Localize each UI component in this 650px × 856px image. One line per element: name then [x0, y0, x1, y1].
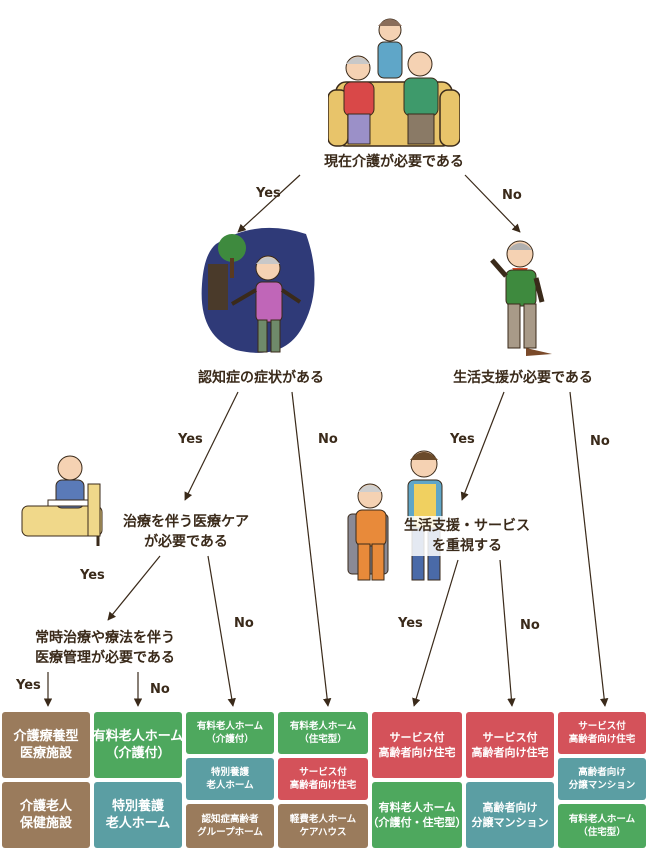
arrow-life-yes	[460, 391, 505, 501]
facility-col3-item2: 特別養護 老人ホーム	[186, 758, 274, 800]
question-constant-medical-line1: 常時治療や療法を伴う	[35, 630, 175, 646]
label-yes-dementia: Yes	[178, 432, 203, 447]
arrow-care-yes	[237, 174, 301, 233]
label-no-life: No	[590, 434, 610, 449]
facility-name-line2: グループホーム	[197, 827, 263, 838]
question-dementia-text: 認知症の症状がある	[198, 370, 324, 386]
question-service-line2: を重視する	[432, 538, 502, 554]
facility-name-line2: 高齢者向け住宅	[471, 746, 549, 759]
facility-name-line2: 老人ホーム	[105, 816, 171, 831]
arrow-dementia-no	[291, 391, 332, 707]
question-dementia: 認知症の症状がある	[188, 368, 334, 388]
facility-col4-item3: 軽費老人ホーム ケアハウス	[278, 804, 368, 848]
facility-name-line1: 有料老人ホーム	[289, 721, 357, 732]
label-yes-medical: Yes	[80, 568, 105, 583]
question-life-support-text: 生活支援が必要である	[453, 370, 593, 386]
facility-name-line1: 軽費老人ホーム	[289, 814, 357, 825]
label-yes-care: Yes	[256, 186, 281, 201]
active-elder-illustration	[490, 240, 552, 356]
facility-name-line1: サービス付	[578, 721, 626, 732]
facility-col2-item2: 特別養護 老人ホーム	[94, 782, 182, 848]
arrow-service-no	[499, 559, 516, 707]
facility-name-line2: 高齢者向け住宅	[568, 734, 636, 745]
facility-col1-item1: 介護療養型 医療施設	[2, 712, 90, 778]
facility-name-line1: 特別養護	[210, 767, 249, 778]
facility-name-line1: 高齢者向け	[482, 801, 538, 814]
facility-name-line2: 高齢者向け住宅	[378, 746, 456, 759]
question-constant-medical-line2: 医療管理が必要である	[35, 650, 175, 666]
arrow-life-no	[569, 391, 609, 707]
arrow-medical-no	[207, 555, 236, 707]
question-care-needed: 現在介護が必要である	[316, 152, 472, 172]
facility-name-line1: 有料老人ホーム	[92, 729, 184, 744]
question-care-needed-text: 現在介護が必要である	[324, 154, 464, 170]
facility-name-line1: 高齢者向け	[578, 767, 626, 778]
label-no-dementia: No	[318, 432, 338, 447]
label-yes-life: Yes	[450, 432, 475, 447]
family-sofa-illustration	[328, 18, 460, 147]
facility-col4-item1: 有料老人ホーム （住宅型）	[278, 712, 368, 754]
facility-name-line1: サービス付	[389, 731, 445, 744]
facility-name-line1: 認知症高齢者	[201, 814, 259, 825]
arrow-dementia-yes	[184, 391, 239, 501]
facility-name-line2: （住宅型）	[299, 734, 347, 745]
facility-name-line1: 有料老人ホーム	[196, 721, 264, 732]
facility-col2-item1: 有料老人ホーム （介護付）	[92, 712, 184, 778]
label-yes-service: Yes	[398, 616, 423, 631]
arrow-service-yes	[412, 559, 459, 707]
facility-name-line2: 高齢者向け住宅	[289, 780, 357, 791]
bedridden-patient-illustration	[21, 455, 103, 546]
label-no-medical: No	[234, 616, 254, 631]
facility-name-line2: 分譲マンション	[568, 780, 636, 791]
facility-name-line2: 保健施設	[19, 816, 72, 831]
facility-name-line2: 医療施設	[19, 746, 72, 761]
label-no-constant: No	[150, 682, 170, 697]
facility-col1-item2: 介護老人 保健施設	[2, 782, 90, 848]
facility-col4-item2: サービス付 高齢者向け住宅	[278, 758, 368, 800]
facility-name-line2: 分譲マンション	[471, 816, 549, 829]
facility-name-line1: 有料老人ホーム	[568, 814, 636, 825]
label-yes-constant: Yes	[16, 678, 41, 693]
facility-col7-item3: 有料老人ホーム （住宅型）	[558, 804, 646, 848]
arrow-care-no	[464, 174, 521, 233]
question-service: 生活支援・サービス を重視する	[392, 516, 542, 556]
question-medical-care-line2: が必要である	[144, 534, 228, 550]
facility-name-line1: サービス付	[482, 731, 538, 744]
facility-name-line2: （住宅型）	[578, 827, 626, 838]
dementia-woman-illustration	[201, 227, 315, 353]
facility-name-line1: 介護老人	[19, 799, 72, 814]
facility-col6-item2: 高齢者向け 分譲マンション	[466, 782, 554, 848]
question-medical-care-line1: 治療を伴う医療ケア	[123, 514, 249, 530]
question-service-line1: 生活支援・サービス	[404, 518, 530, 534]
facility-col3-item1: 有料老人ホーム （介護付）	[186, 712, 274, 754]
facility-name-line1: 特別養護	[111, 799, 164, 814]
facility-name-line1: 有料老人ホーム	[378, 801, 456, 814]
facility-name-line1: サービス付	[299, 767, 347, 778]
facility-name-line2: （介護付）	[206, 734, 254, 745]
question-constant-medical: 常時治療や療法を伴う 医療管理が必要である	[20, 628, 190, 668]
facility-col3-item3: 認知症高齢者 グループホーム	[186, 804, 274, 848]
arrow-medical-yes	[107, 555, 161, 621]
facility-col7-item1: サービス付 高齢者向け住宅	[558, 712, 646, 754]
facility-name-line2: （介護付）	[105, 746, 171, 761]
facility-col6-item1: サービス付 高齢者向け住宅	[466, 712, 554, 778]
question-medical-care: 治療を伴う医療ケア が必要である	[112, 512, 260, 552]
facility-col5-item1: サービス付 高齢者向け住宅	[372, 712, 462, 778]
facility-col7-item2: 高齢者向け 分譲マンション	[558, 758, 646, 800]
facility-name-line2: ケアハウス	[299, 827, 347, 838]
facility-col5-item2: 有料老人ホーム （介護付・住宅型）	[368, 782, 467, 848]
label-no-care: No	[502, 188, 522, 203]
facility-name-line2: （介護付・住宅型）	[367, 816, 467, 829]
facility-name-line2: 老人ホーム	[206, 780, 254, 791]
label-no-service: No	[520, 618, 540, 633]
question-life-support: 生活支援が必要である	[440, 368, 606, 388]
facility-name-line1: 介護療養型	[13, 729, 79, 744]
